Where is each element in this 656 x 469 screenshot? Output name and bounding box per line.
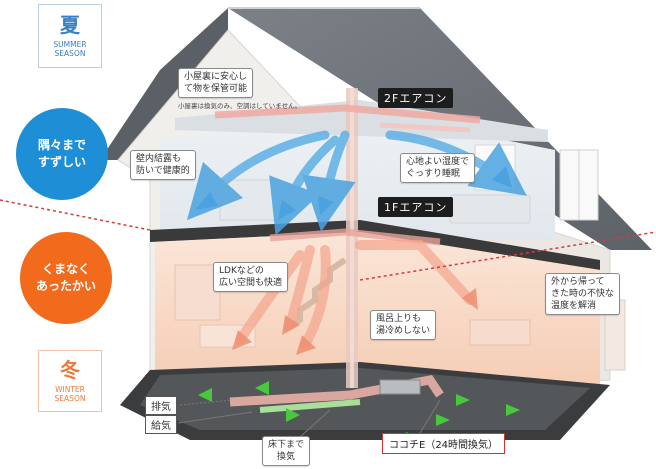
winter-kanji: 冬 xyxy=(60,358,80,382)
attic-storage-callout: 小屋裏に安心し て物を保管可能 xyxy=(178,68,254,98)
aircon-1f-label: 1Fエアコン xyxy=(378,197,454,217)
cool-airflow-arrows xyxy=(186,130,527,236)
attic-note: 小屋裏は換気のみ、空調はしていません。 xyxy=(178,102,302,110)
summer-label: SUMMER SEASON xyxy=(53,40,87,58)
ldk-callout: LDKなどの 広い空間も快適 xyxy=(213,262,289,292)
summer-kanji: 夏 xyxy=(60,13,80,37)
winter-label: WINTER SEASON xyxy=(54,385,86,403)
cool-arrowheads xyxy=(195,166,512,220)
kokochi-system-label: ココチE（24時間換気） xyxy=(382,433,506,454)
warm-airflow-arrows xyxy=(235,240,475,350)
underfloor-ducts xyxy=(229,375,444,413)
winter-season-marker: 冬 WINTER SEASON xyxy=(38,350,102,412)
bath-callout: 風呂上りも 湯冷めしない xyxy=(370,310,437,340)
summer-season-marker: 夏 SUMMER SEASON xyxy=(38,4,102,68)
season-divider xyxy=(0,199,656,281)
warm-badge: くまなく あったかい xyxy=(20,232,112,324)
central-duct xyxy=(214,88,481,388)
warm-arrowheads xyxy=(232,288,478,355)
cool-badge: 隅々まで すずしい xyxy=(16,108,108,200)
underfloor-callout: 床下まで 換気 xyxy=(262,436,311,466)
exhaust-label: 排気 xyxy=(145,396,177,415)
condensation-callout: 壁内結露も 防いで健康的 xyxy=(130,150,196,180)
aircon-2f-label: 2Fエアコン xyxy=(378,88,454,108)
vent-guide-lines xyxy=(177,399,441,438)
intake-label: 給気 xyxy=(145,415,177,434)
humidity-callout: 心地よい湿度で ぐっすり睡眠 xyxy=(400,153,476,183)
return-home-callout: 外から帰って きた時の不快な 温度を解消 xyxy=(545,273,621,315)
